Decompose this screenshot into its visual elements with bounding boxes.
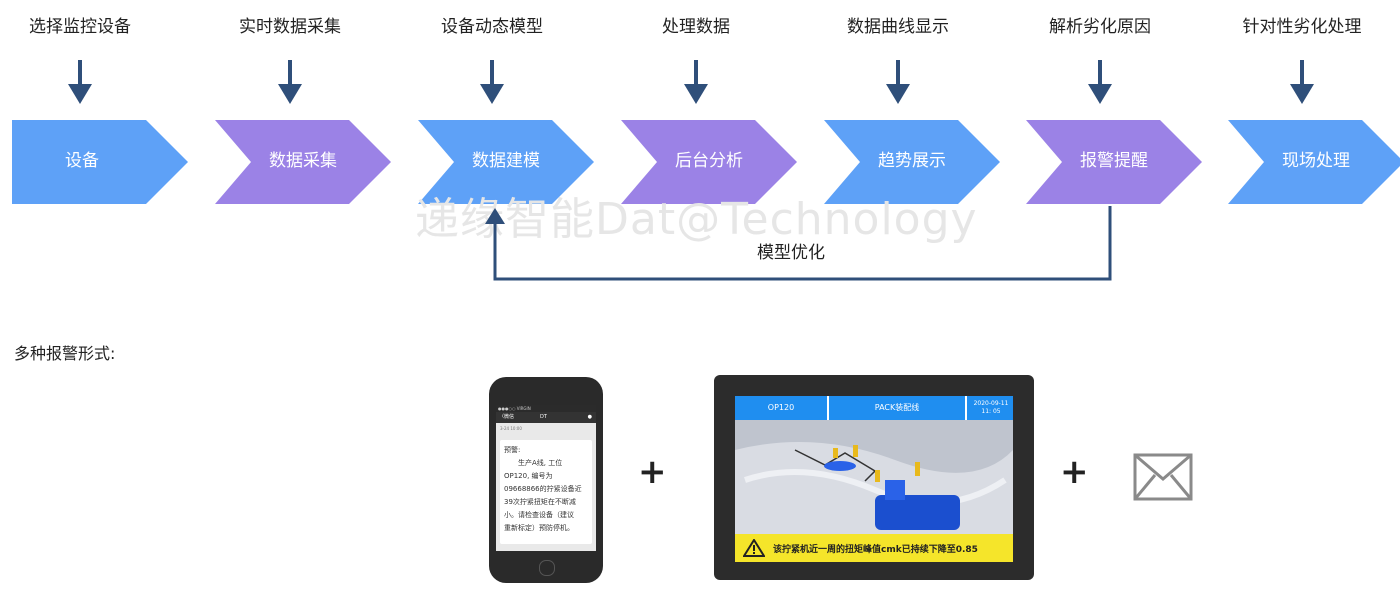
assembly-scene-image	[735, 420, 1013, 534]
phone-status-bar: ●●●○○ VIRGIN	[496, 405, 596, 412]
phone-home-button[interactable]	[539, 560, 555, 576]
feedback-label: 模型优化	[757, 243, 825, 263]
phone-device: ●●●○○ VIRGIN 〈微信 DT ● 3-24 10:00 预警: 生产A…	[489, 377, 603, 583]
date-text: 2020-09-11	[973, 400, 1009, 407]
step-label-7: 现场处理	[1282, 151, 1350, 171]
down-arrow-icon	[886, 60, 910, 104]
phone-nav-bar: 〈微信 DT ●	[496, 412, 596, 423]
step-chevron-2	[215, 120, 391, 204]
step-label-1: 设备	[65, 151, 99, 171]
step-chevron-1	[12, 120, 188, 204]
tablet-device: OP120 PACK装配线 2020-09-11 11: 05	[714, 375, 1034, 580]
step-label-4: 后台分析	[675, 151, 743, 171]
step-label-6: 报警提醒	[1080, 151, 1148, 171]
phone-message-text: 预警: 生产A线, 工位 OP120, 编号为 09668866的拧紧设备近 3…	[504, 446, 582, 532]
datetime-header	[967, 396, 1013, 420]
step-chevron-5	[824, 120, 1000, 204]
phone-screen: ●●●○○ VIRGIN 〈微信 DT ● 3-24 10:00 预警: 生产A…	[496, 405, 596, 551]
warning-icon	[743, 539, 765, 557]
step-caption-5: 数据曲线显示	[847, 17, 949, 37]
down-arrow-icon	[480, 60, 504, 104]
phone-message-time: 3-24 10:00	[500, 426, 522, 431]
step-caption-7: 针对性劣化处理	[1242, 17, 1362, 37]
user-icon[interactable]: ●	[587, 414, 592, 420]
down-arrow-icon	[1088, 60, 1112, 104]
down-arrow-icon	[1290, 60, 1314, 104]
warning-text: 该拧紧机近一周的扭矩峰值cmk已持续下降至0.85	[773, 545, 978, 555]
step-chevron-3	[418, 120, 594, 204]
phone-back-button[interactable]: 〈微信	[499, 414, 515, 420]
station-header: OP120	[735, 396, 829, 420]
step-chevron-7	[1228, 120, 1400, 204]
step-chevron-6	[1026, 120, 1202, 204]
phone-chat-title: DT	[540, 414, 547, 420]
step-caption-6: 解析劣化原因	[1049, 17, 1151, 37]
mail-icon	[1133, 453, 1193, 501]
step-caption-4: 处理数据	[662, 17, 730, 37]
down-arrow-icon	[684, 60, 708, 104]
warning-banner: 该拧紧机近一周的扭矩峰值cmk已持续下降至0.85	[735, 534, 1013, 562]
tablet-screen: OP120 PACK装配线 2020-09-11 11: 05	[735, 396, 1013, 562]
watermark: 递缘智能Dat@Technology	[415, 194, 978, 245]
step-caption-3: 设备动态模型	[441, 17, 543, 37]
step-label-3: 数据建模	[472, 151, 540, 171]
step-caption-1: 选择监控设备	[29, 17, 131, 37]
plus-sign-2: +	[1060, 452, 1089, 492]
step-chevron-4	[621, 120, 797, 204]
datetime-text: 2020-09-11 11: 05	[969, 400, 1013, 416]
time-text: 11: 05	[981, 408, 1001, 415]
plus-sign-1: +	[638, 452, 667, 492]
phone-message-bubble: 预警: 生产A线, 工位 OP120, 编号为 09668866的拧紧设备近 3…	[500, 440, 592, 544]
down-arrow-icon	[68, 60, 92, 104]
step-label-5: 趋势展示	[878, 151, 946, 171]
down-arrow-icon	[278, 60, 302, 104]
step-caption-2: 实时数据采集	[239, 17, 341, 37]
alert-section-title: 多种报警形式:	[14, 344, 116, 363]
line-header: PACK装配线	[829, 396, 967, 420]
step-label-2: 数据采集	[269, 151, 337, 171]
